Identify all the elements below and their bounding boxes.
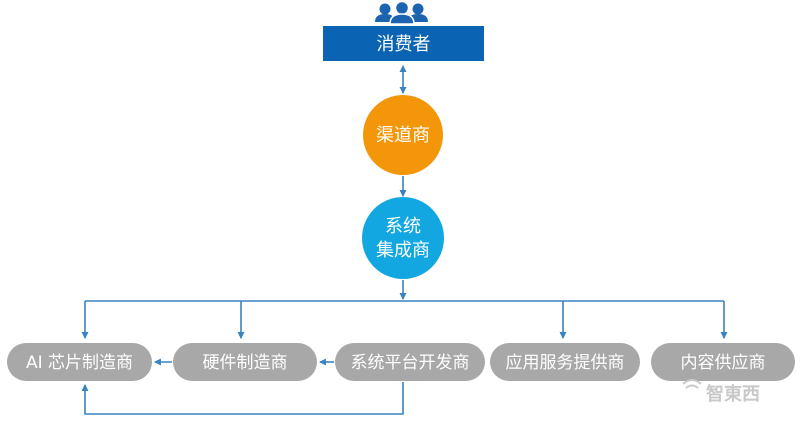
integrator-label-line2: 集成商 [376, 240, 430, 261]
consumer-node: 消费者 [323, 26, 484, 61]
app-service-label: 应用服务提供商 [506, 353, 625, 373]
watermark-text: 智東西 [706, 383, 760, 405]
hardware-node: 硬件制造商 [173, 343, 317, 381]
users-group-icon [375, 0, 428, 25]
watermark-logo: 智東西 [682, 379, 760, 405]
platform-to-ai-chip-loop [81, 382, 404, 415]
integrator-node: 系统 集成商 [362, 197, 444, 279]
platform-node: 系统平台开发商 [335, 343, 485, 381]
content-node: 内容供应商 [651, 343, 795, 381]
channel-label: 渠道商 [376, 125, 430, 146]
integrator-label-line1: 系统 [385, 216, 421, 237]
app-service-node: 应用服务提供商 [490, 343, 640, 381]
ai-chip-label: AI 芯片制造商 [26, 353, 133, 373]
platform-label: 系统平台开发商 [351, 353, 470, 373]
hardware-label: 硬件制造商 [203, 353, 288, 373]
channel-node: 渠道商 [363, 95, 443, 175]
consumer-label: 消费者 [377, 34, 431, 55]
content-label: 内容供应商 [681, 353, 766, 373]
ai-chip-node: AI 芯片制造商 [7, 343, 152, 381]
